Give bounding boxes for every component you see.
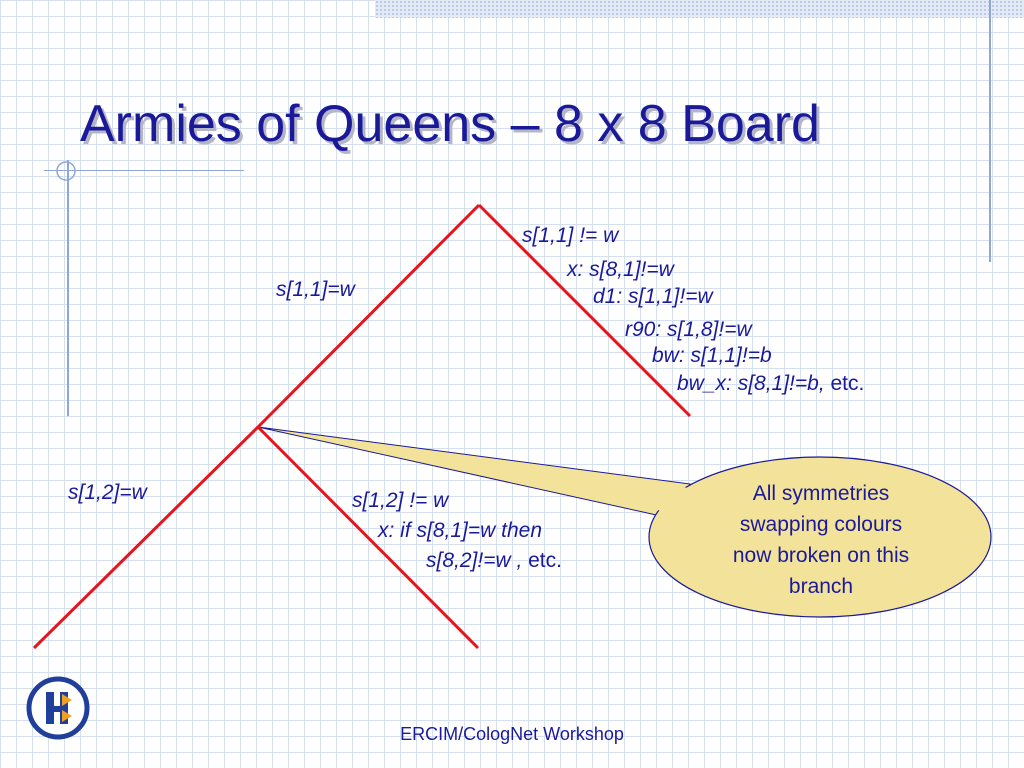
slide-footer: ERCIM/CologNet Workshop: [400, 724, 624, 744]
label-right-top-6: bw_x: s[8,1]!=b, etc.: [677, 373, 864, 394]
callout-line-4: branch: [788, 575, 854, 598]
callout-line-2: swapping colours: [739, 513, 903, 536]
decor-circle-icon: [56, 161, 76, 181]
label-right-top-5: bw: s[1,1]!=b: [652, 344, 772, 367]
tree-edge-root-left: [256, 203, 481, 429]
callout-pointer: [257, 426, 691, 519]
label-right-bottom-3: s[8,2]!=w , etc.: [426, 550, 562, 571]
slide-title: Armies of Queens – 8 x 8 Board: [80, 95, 820, 153]
callout-line-3: now broken on this: [732, 544, 910, 567]
callout-text: All symmetries swapping colours now brok…: [690, 478, 952, 602]
label-right-top-6-main: bw_x: s[8,1]!=b,: [677, 372, 825, 395]
callout-bubble: [648, 456, 992, 618]
label-right-bottom-3-tail: etc.: [522, 549, 562, 572]
label-right-top-4: r90: s[1,8]!=w: [625, 318, 752, 341]
callout-pointer-join: [420, 460, 700, 514]
label-right-top-1: s[1,1] != w: [522, 224, 619, 247]
label-right-top-6-tail: etc.: [824, 372, 865, 395]
decor-vertical-line: [67, 160, 69, 416]
label-right-bottom-2: x: if s[8,1]=w then: [378, 519, 543, 542]
label-right-top-2: x: s[8,1]!=w: [567, 258, 674, 281]
label-left-bottom: s[1,2]=w: [68, 481, 147, 504]
decor-right-vertical-line: [989, 0, 991, 262]
ercim-logo-icon: [26, 676, 90, 740]
callout-line-1: All symmetries: [752, 482, 890, 505]
tree-edge-node-left: [32, 425, 260, 650]
label-left-top: s[1,1]=w: [276, 278, 355, 301]
top-decoration-band: [375, 0, 1024, 18]
label-right-bottom-1: s[1,2] != w: [352, 489, 449, 512]
decor-horizontal-line: [44, 170, 244, 171]
label-right-bottom-3-main: s[8,2]!=w ,: [426, 549, 523, 572]
tree-edge-node-right: [256, 425, 480, 650]
tree-edge-root-right: [477, 203, 692, 418]
label-right-top-3: d1: s[1,1]!=w: [593, 285, 713, 308]
